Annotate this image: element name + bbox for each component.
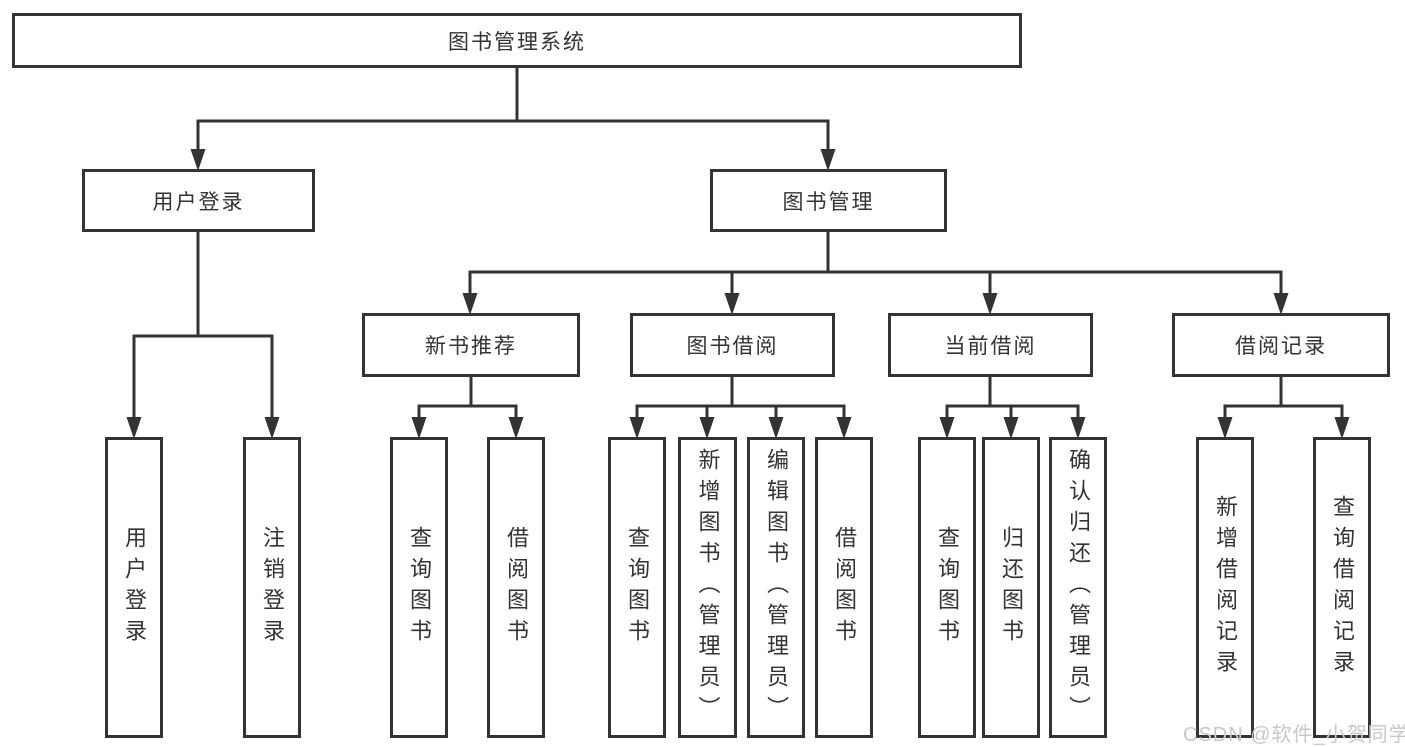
node-borrowing-records: 借阅记录 [1172, 313, 1390, 377]
leaf-borrow-query-books: 查询图书 [608, 437, 666, 738]
leaf-logout: 注销登录 [243, 437, 301, 738]
leaf-borrow-borrow-books: 借阅图书 [815, 437, 873, 738]
leaf-borrow-edit-books-admin: 编辑图书（管理员） [747, 437, 805, 738]
leaf-newrec-query-books: 查询图书 [390, 437, 448, 738]
leaf-records-query-record: 查询借阅记录 [1313, 437, 1371, 738]
node-user-login: 用户登录 [82, 169, 315, 232]
node-current-borrowing: 当前借阅 [888, 313, 1093, 377]
leaf-newrec-borrow-books: 借阅图书 [487, 437, 545, 738]
node-library-management-system: 图书管理系统 [12, 13, 1022, 68]
node-book-management: 图书管理 [710, 169, 947, 232]
leaf-current-confirm-return-admin: 确认归还（管理员） [1049, 437, 1107, 738]
leaf-borrow-add-books-admin: 新增图书（管理员） [678, 437, 737, 738]
leaf-current-return-books: 归还图书 [982, 437, 1040, 738]
leaf-current-query-books: 查询图书 [918, 437, 976, 738]
csdn-watermark: CSDN @软件_小贺同学 [1183, 724, 1405, 746]
leaf-records-add-record: 新增借阅记录 [1196, 437, 1254, 738]
node-book-borrowing: 图书借阅 [630, 313, 835, 377]
node-new-book-recommendation: 新书推荐 [362, 313, 580, 377]
leaf-user-login: 用户登录 [105, 437, 163, 738]
